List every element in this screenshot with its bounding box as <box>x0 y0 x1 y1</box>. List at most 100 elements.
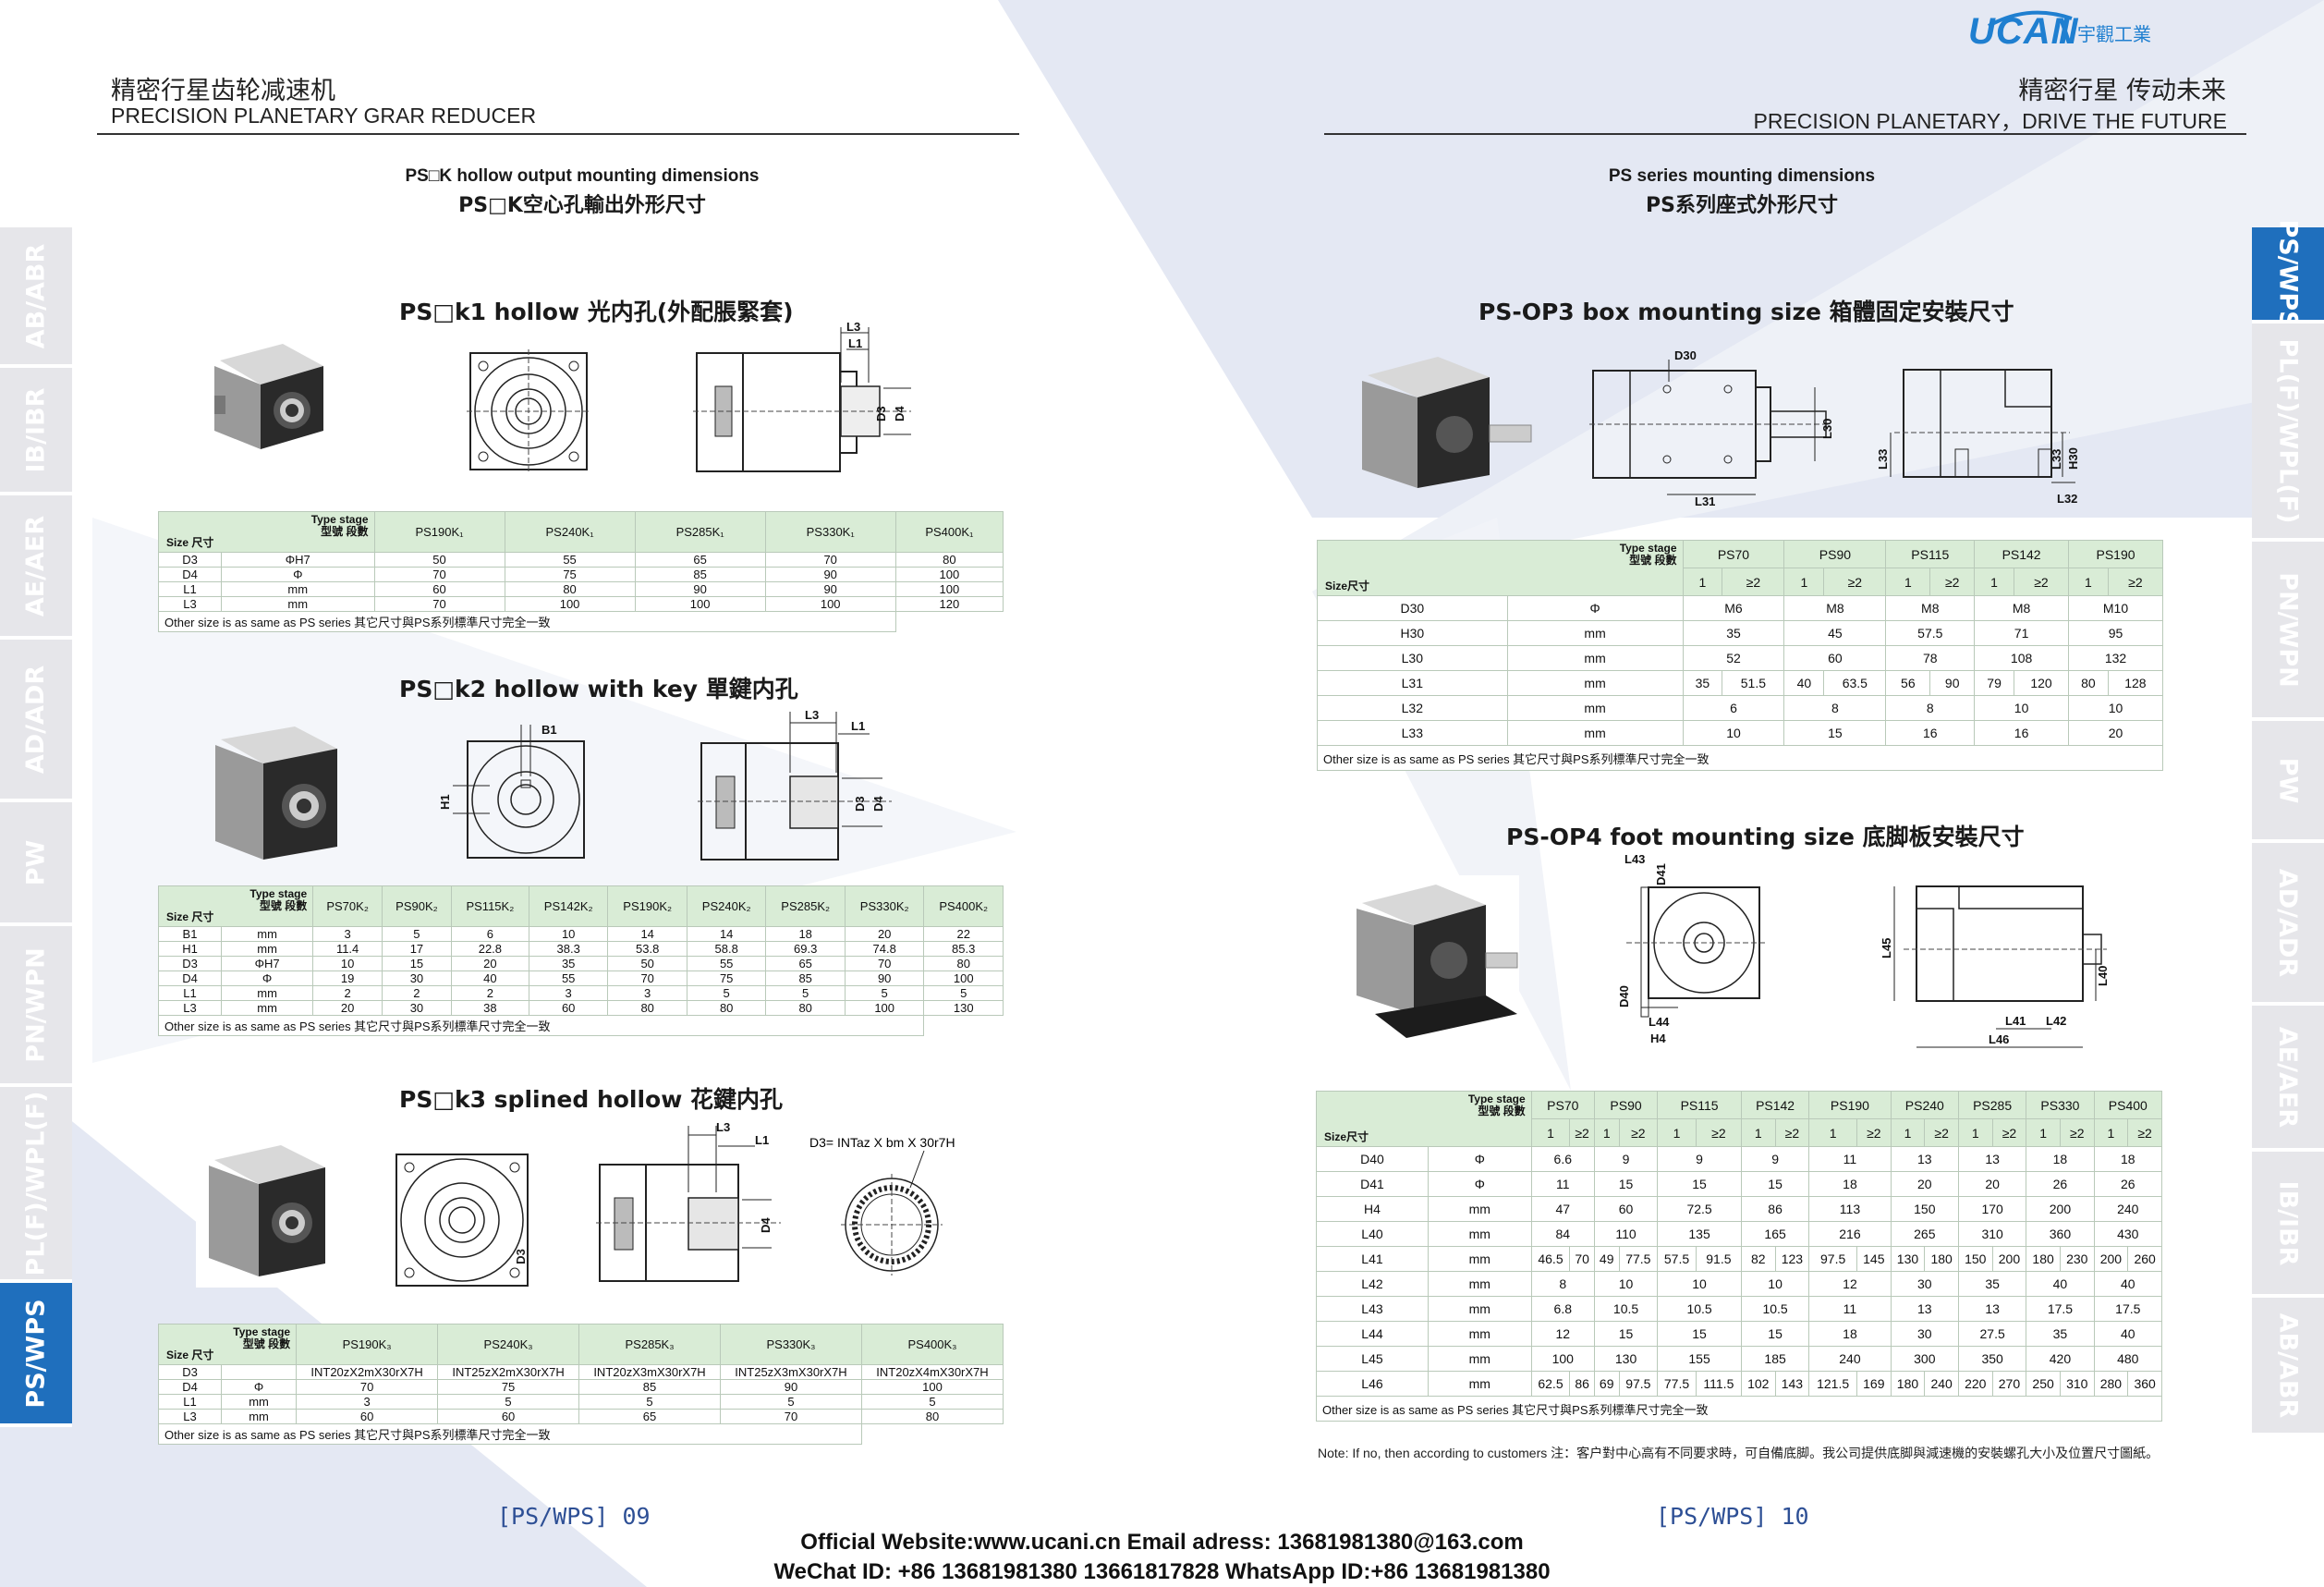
k1-front-view-drawing <box>467 349 590 473</box>
k3-dim-l3: L3 <box>716 1120 730 1134</box>
row-label: L40 <box>1316 1221 1429 1247</box>
k2-col-header: PS240K₂ <box>686 885 767 927</box>
table-cell: 6.8 <box>1530 1296 1595 1322</box>
op4-dim-l42: L42 <box>2046 1014 2066 1028</box>
tab-ib-ibr[interactable]: IB/IBR <box>0 368 72 495</box>
table-cell: 123 <box>1774 1246 1810 1272</box>
table-cell: 108 <box>1974 645 2070 671</box>
op3-dim-l31: L31 <box>1695 494 1715 508</box>
tab-pn-wpn[interactable]: PN/WPN <box>0 926 72 1087</box>
table-cell: 18 <box>1808 1171 1892 1197</box>
k2-col-header: PS400K₂ <box>923 885 1004 927</box>
op4-model-header: PS142 <box>1740 1091 1810 1119</box>
table-cell: 30 <box>382 1000 452 1016</box>
table-cell: 86 <box>1740 1196 1810 1222</box>
op3-dim-h30: H30 <box>2066 447 2079 470</box>
tab-pl-wpl-right[interactable]: PL(F)/WPL(F) <box>2252 324 2324 542</box>
table-cell: 13 <box>1890 1296 1959 1322</box>
table-cell: 17 <box>382 941 452 957</box>
table-cell: 35 <box>1682 670 1723 696</box>
tab-ad-adr[interactable]: AD/ADR <box>0 640 72 802</box>
table-cell: 6 <box>450 926 529 942</box>
table-cell: 69.3 <box>765 941 846 957</box>
op3-dim-l32: L32 <box>2057 492 2077 506</box>
table-cell: 65 <box>634 552 766 568</box>
row-unit: mm <box>220 1394 298 1410</box>
op4-dim-d41: D41 <box>1654 863 1668 885</box>
row-label: D4 <box>158 971 222 986</box>
row-unit: mm <box>1427 1271 1532 1297</box>
op4-model-header: PS330 <box>2026 1091 2095 1119</box>
table-cell: 150 <box>1957 1246 1993 1272</box>
row-label: L32 <box>1317 695 1508 721</box>
table-cell: 265 <box>1890 1221 1959 1247</box>
tab-ib-ibr-right[interactable]: IB/IBR <box>2252 1152 2324 1298</box>
k3-spline-drawing: D3= INTaz X bm X 30r7H <box>809 1135 955 1276</box>
tab-ab-abr-right[interactable]: AB/ABR <box>2252 1298 2324 1436</box>
row-label: H30 <box>1317 620 1508 646</box>
tab-ae-aer[interactable]: AE/AER <box>0 495 72 640</box>
table-cell: 12 <box>1808 1271 1892 1297</box>
table-cell: 135 <box>1657 1221 1742 1247</box>
op3-model-header: PS190 <box>2068 540 2163 568</box>
table-cell: 145 <box>1856 1246 1892 1272</box>
table-cell: 6 <box>1682 695 1785 721</box>
table-cell: INT20zX4mX30rX7H <box>860 1364 1004 1380</box>
row-unit: mm <box>1427 1346 1532 1372</box>
tab-ad-adr-right[interactable]: AD/ADR <box>2252 843 2324 1006</box>
op4-front-view-drawing: L43 D41 D40 L44 H4 <box>1617 852 1765 1045</box>
table-cell: 40 <box>1783 670 1825 696</box>
row-label: H1 <box>158 941 222 957</box>
table-cell: 27.5 <box>1957 1321 2027 1347</box>
table-cell: 80 <box>923 956 1004 971</box>
k3-spline-label: D3= INTaz X bm X 30r7H <box>809 1135 955 1150</box>
table-cell: 200 <box>1991 1246 2027 1272</box>
table-cell: 75 <box>437 1379 580 1395</box>
tab-pn-wpn-right[interactable]: PN/WPN <box>2252 542 2324 721</box>
tab-ab-abr[interactable]: AB/ABR <box>0 227 72 368</box>
table-cell: 128 <box>2107 670 2164 696</box>
table-cell: 60 <box>1593 1196 1659 1222</box>
tab-pw[interactable]: PW <box>0 802 72 926</box>
row-label: L44 <box>1316 1321 1429 1347</box>
table-cell: 10 <box>1593 1271 1659 1297</box>
tab-pl-wpl[interactable]: PL(F)/WPL(F) <box>0 1087 72 1283</box>
tab-pw-right[interactable]: PW <box>2252 721 2324 843</box>
table-cell: 169 <box>1856 1371 1892 1397</box>
stage-header: 1 <box>1885 568 1931 596</box>
table-cell: 8 <box>1885 695 1976 721</box>
table-cell: 91.5 <box>1695 1246 1742 1272</box>
tab-ps-wps[interactable]: PS/WPS <box>0 1283 72 1427</box>
table-cell: 11 <box>1530 1171 1595 1197</box>
table-cell: 260 <box>2127 1246 2162 1272</box>
left-section-title-en: PS□K hollow output mounting dimensions <box>405 166 760 186</box>
stage-header: 1 <box>1974 568 2014 596</box>
stage-header: 1 <box>1530 1118 1571 1147</box>
op4-model-header: PS190 <box>1808 1091 1892 1119</box>
table-cell: 85.3 <box>923 941 1004 957</box>
table-cell: 100 <box>894 581 1004 597</box>
table-cell: 49 <box>1593 1246 1620 1272</box>
row-unit: mm <box>220 985 314 1001</box>
footer-contact-line2: WeChat ID: +86 13681981380 13661817828 W… <box>773 1559 1551 1584</box>
op4-dim-d40: D40 <box>1617 985 1631 1007</box>
op4-dim-h4: H4 <box>1650 1032 1666 1045</box>
row-unit: mm <box>1506 720 1684 746</box>
k3-note: Other size is as same as PS series 其它尺寸與… <box>158 1423 862 1445</box>
table-cell: 102 <box>1740 1371 1776 1397</box>
k2-note: Other size is as same as PS series 其它尺寸與… <box>157 1015 925 1036</box>
tab-ps-wps-right[interactable]: PS/WPS <box>2252 219 2324 328</box>
table-cell: 310 <box>1957 1221 2027 1247</box>
table-cell: 15 <box>382 956 452 971</box>
tab-ae-aer-right[interactable]: AE/AER <box>2252 1006 2324 1152</box>
row-unit: mm <box>1427 1221 1532 1247</box>
stage-header: ≥2 <box>1695 1118 1742 1147</box>
table-cell: 35 <box>1682 620 1785 646</box>
